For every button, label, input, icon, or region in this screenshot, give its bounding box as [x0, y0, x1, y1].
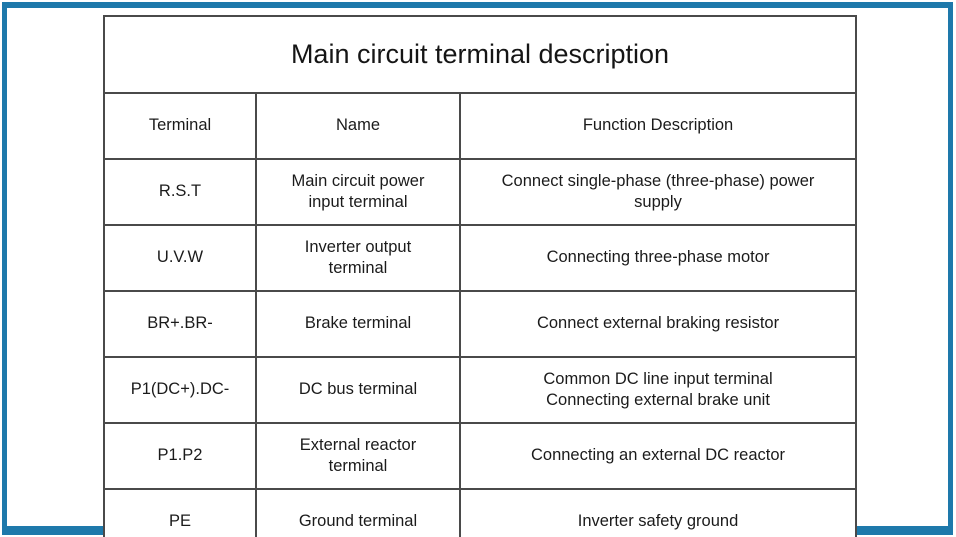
cell-function: Connect single-phase (three-phase) power… [458, 158, 858, 226]
column-header-function: Function Description [458, 92, 858, 160]
table-row: P1(DC+).DC- DC bus terminal Common DC li… [103, 356, 858, 424]
table-row: U.V.W Inverter output terminal Connectin… [103, 224, 858, 292]
terminal-description-table: Main circuit terminal description Termin… [102, 15, 858, 537]
cell-function: Connect external braking resistor [458, 290, 858, 358]
page-title: Main circuit terminal description [102, 15, 858, 94]
cell-name: External reactor terminal [255, 422, 461, 490]
cell-function: Inverter safety ground [458, 488, 858, 537]
cell-terminal: U.V.W [103, 224, 257, 292]
table-title-row: Main circuit terminal description [102, 15, 858, 94]
cell-name: Ground terminal [255, 488, 461, 537]
cell-terminal: R.S.T [103, 158, 257, 226]
column-header-name: Name [255, 92, 461, 160]
cell-terminal: PE [103, 488, 257, 537]
table-row: R.S.T Main circuit power input terminal … [103, 158, 858, 226]
table-row: BR+.BR- Brake terminal Connect external … [103, 290, 858, 358]
cell-function: Connecting three-phase motor [458, 224, 858, 292]
cell-terminal: P1(DC+).DC- [103, 356, 257, 424]
cell-name: DC bus terminal [255, 356, 461, 424]
cell-function: Connecting an external DC reactor [458, 422, 858, 490]
cell-name: Inverter output terminal [255, 224, 461, 292]
cell-terminal: BR+.BR- [103, 290, 257, 358]
column-header-terminal: Terminal [103, 92, 257, 160]
cell-terminal: P1.P2 [103, 422, 257, 490]
table-row: P1.P2 External reactor terminal Connecti… [103, 422, 858, 490]
table-row: PE Ground terminal Inverter safety groun… [103, 488, 858, 537]
table-header-row: Terminal Name Function Description [103, 92, 858, 160]
cell-function: Common DC line input terminal Connecting… [458, 356, 858, 424]
cell-name: Main circuit power input terminal [255, 158, 461, 226]
cell-name: Brake terminal [255, 290, 461, 358]
